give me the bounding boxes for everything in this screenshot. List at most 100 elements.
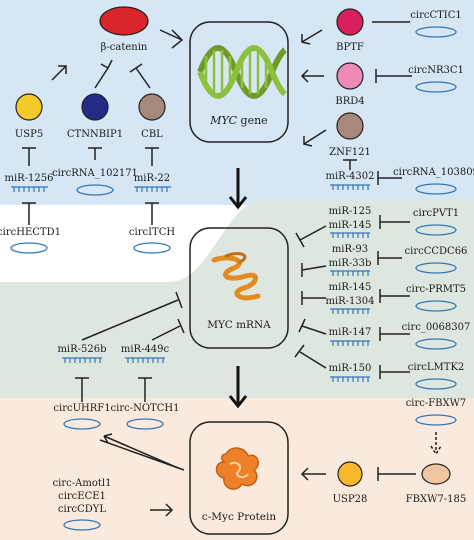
mir4302-label: miR-4302 — [325, 171, 374, 182]
bptf-to-gene-arrow — [301, 29, 323, 45]
usp5-shape — [15, 93, 43, 121]
circcdyl-label: circCDYL — [58, 504, 106, 515]
circnotch1-inhibition — [138, 377, 152, 402]
gene-to-mrna-arrow — [228, 168, 248, 210]
circcdyl-ring-icon — [63, 519, 101, 531]
mir145b-label: miR-145 — [329, 282, 372, 293]
mir526b-strand-icon — [62, 357, 102, 363]
mir1256-inhibition — [22, 147, 36, 166]
usp28-shape — [337, 461, 363, 487]
circ0068307-inhibition — [379, 327, 410, 341]
cbl-shape — [138, 93, 166, 121]
mir145b-strand-icon — [330, 308, 370, 314]
mir145b-inhibition — [301, 291, 326, 305]
myc-gene-box — [189, 21, 289, 143]
circece1-label: circECE1 — [58, 491, 106, 502]
brd4-shape — [336, 62, 364, 90]
mir125-label: miR-125 — [329, 206, 372, 217]
circprmt5-ring-icon — [415, 300, 457, 312]
mrna-coil-icon — [211, 252, 261, 301]
usp5-activation-arrow — [51, 65, 67, 81]
fbxw7-185-inhibition — [377, 467, 416, 481]
mir93-inhibition — [301, 263, 327, 277]
mir125-group: miR-125 miR-145 — [295, 206, 372, 248]
circ102171-inhibition — [88, 147, 102, 160]
cbl-label: CBL — [141, 129, 163, 140]
mir125-inhibition — [295, 225, 327, 248]
circpvt1-ring-icon — [415, 224, 457, 236]
circpvt1-label: circPVT1 — [413, 208, 459, 219]
circnr3c1-ring-icon — [415, 81, 457, 93]
mir526b-inhibition — [81, 291, 183, 341]
c-myc-protein-label: c-Myc Protein — [202, 511, 277, 523]
mir147-strand-icon — [330, 340, 370, 346]
mir1256-label: miR-1256 — [4, 173, 53, 184]
mir150-inhibition — [294, 344, 327, 369]
circ102171-ring-icon — [76, 184, 114, 196]
myc-mrna-label: MYC mRNA — [207, 319, 271, 331]
mir526b-label: miR-526b — [57, 344, 106, 355]
dna-helix-icon — [197, 45, 287, 99]
circccdc66-inhibition — [377, 251, 402, 265]
usp5-label: USP5 — [15, 129, 43, 140]
circ103809-ring-icon — [415, 183, 457, 195]
mir449c-inhibition — [151, 318, 185, 341]
circhectd1-ring-icon — [10, 242, 48, 254]
bptf-label: BPTF — [336, 42, 364, 53]
circ103809-label: circRNA_103809 — [393, 167, 474, 178]
mir1304-label: miR-1304 — [325, 296, 374, 307]
circprmt5-inhibition — [379, 289, 410, 303]
brd4-to-gene-arrow — [300, 69, 324, 83]
circlmtk2-label: circLMTK2 — [408, 362, 465, 373]
circlmtk2-inhibition — [379, 365, 410, 379]
circhectd1-inhibition — [22, 202, 36, 225]
mir125-strand-icon — [330, 232, 370, 238]
ctnnbip1-label: CTNNBIP1 — [67, 129, 123, 140]
circitch-label: circITCH — [129, 227, 175, 238]
circuhrf1-ring-icon — [63, 418, 101, 430]
usp28-label: USP28 — [333, 494, 368, 505]
circpvt1-inhibition — [379, 215, 410, 229]
circccdc66-ring-icon — [415, 262, 457, 274]
circuhrf1-inhibition — [75, 377, 89, 402]
protein-feedback-line — [99, 439, 185, 471]
protein-blob-icon — [215, 447, 259, 490]
ctnnbip1-shape — [81, 93, 109, 121]
mir1256-strand-icon — [11, 186, 48, 192]
circ0068307-label: circ_0068307 — [402, 322, 471, 333]
mir145a-label: miR-145 — [329, 220, 372, 231]
znf121-to-gene-arrow — [303, 129, 327, 147]
myc-mrna-box — [189, 227, 289, 349]
usp28-to-protein-arrow — [300, 467, 326, 481]
beta-catenin-shape — [99, 6, 149, 36]
mir93-strand-icon — [330, 270, 370, 276]
circccdc66-label: circCCDC66 — [405, 246, 468, 257]
circctic1-label: circCTIC1 — [410, 10, 461, 21]
c-myc-protein-box — [189, 421, 289, 535]
circnr3c1-inhibition — [375, 69, 412, 83]
mir150-label: miR-150 — [329, 363, 372, 374]
mir449c-strand-icon — [125, 357, 165, 363]
circcdyl-to-protein-arrow — [150, 503, 174, 517]
myc-gene-label: MYC gene — [209, 114, 267, 127]
middle-background — [0, 200, 474, 398]
circ0068307-ring-icon — [415, 338, 457, 350]
circuhrf1-label: circUHRF1 — [53, 403, 110, 414]
circhectd1-label: circHECTD1 — [0, 227, 61, 238]
circamotl1-label: circ-Amotl1 — [53, 478, 112, 489]
circ103809-inhibition — [377, 171, 402, 185]
circfbxw7-translation-arrow — [430, 432, 442, 456]
circnotch1-label: circ-NOTCH1 — [111, 403, 180, 414]
circitch-inhibition — [145, 202, 159, 225]
circctic1-ring-icon — [415, 26, 457, 38]
znf121-label: ZNF121 — [329, 147, 371, 158]
circnotch1-ring-icon — [126, 418, 164, 430]
cbl-inhibition — [129, 63, 151, 89]
ctnnbip1-arrow — [94, 59, 113, 89]
mir33b-label: miR-33b — [329, 258, 372, 269]
mir147-label: miR-147 — [329, 327, 372, 338]
mir22-strand-icon — [134, 186, 171, 192]
circnr3c1-label: circNR3C1 — [408, 65, 464, 76]
